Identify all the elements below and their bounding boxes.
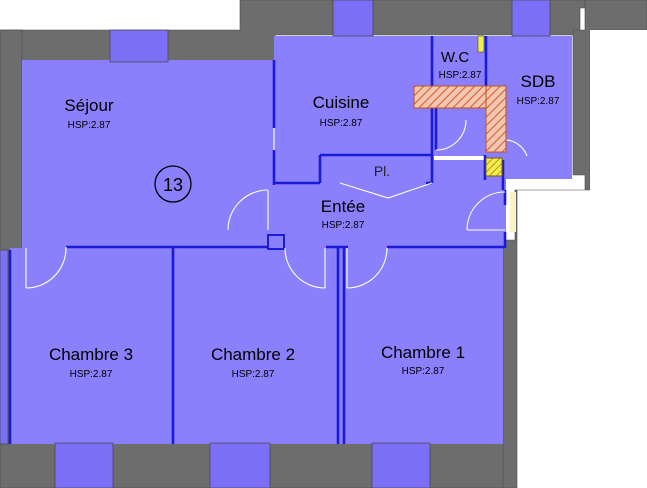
room-name-sdb: SDB [521,72,556,91]
doors [25,119,528,289]
room-name-chambre3: Chambre 3 [49,345,133,364]
room-hsp-chambre2: HSP:2.87 [232,369,275,380]
room-labels: Séjour HSP:2.87 Cuisine HSP:2.87 W.C HSP… [49,49,560,380]
room-name-sejour: Séjour [64,96,113,115]
room-name-chambre2: Chambre 2 [211,345,295,364]
room-hsp-chambre1: HSP:2.87 [402,366,445,377]
room-hsp-sdb: HSP:2.87 [517,96,560,107]
room-hsp-cuisine: HSP:2.87 [320,118,363,129]
room-hsp-entree: HSP:2.87 [322,220,365,231]
floor-areas [10,36,572,444]
windows [0,0,551,488]
ventilation-duct [413,35,507,177]
apartment-number-badge [154,165,192,203]
closet-label: Pl. [374,163,390,179]
room-name-entree: Entée [321,197,365,216]
room-name-wc: W.C [441,49,469,66]
interior-partitions [8,36,507,444]
apartment-number: 13 [163,175,183,195]
room-hsp-wc: HSP:2.87 [439,70,482,81]
room-hsp-chambre3: HSP:2.87 [70,369,113,380]
room-name-chambre1: Chambre 1 [381,343,465,362]
room-name-cuisine: Cuisine [313,93,370,112]
room-hsp-sejour: HSP:2.87 [68,120,111,131]
